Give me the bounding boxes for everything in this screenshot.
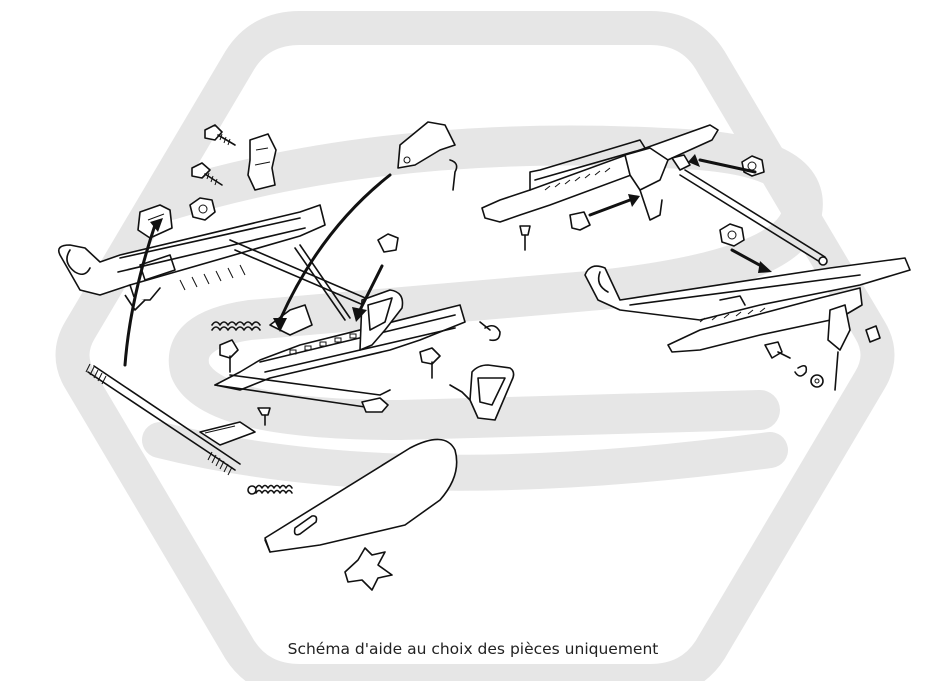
- left-cross-bars: [229, 239, 376, 321]
- star-knob: [344, 547, 393, 591]
- screw-small-left: [257, 407, 271, 426]
- knob-nut-right: [719, 223, 745, 247]
- bracket-plate-top: [247, 133, 277, 191]
- diagram-caption: Schéma d'aide au choix des pièces unique…: [287, 640, 659, 658]
- right-front-rail: [584, 257, 911, 353]
- right-cross-bar: [679, 169, 828, 266]
- bushing-rail-right: [671, 154, 691, 171]
- spring-clip-right: [479, 321, 501, 342]
- hexagon-logo-watermark: [55, 11, 895, 681]
- bolt-top-left-2: [191, 162, 223, 186]
- pin-right: [834, 351, 839, 391]
- clip-right-middle: [569, 211, 591, 231]
- clip-middle: [377, 233, 399, 253]
- clip-lower-middle: [361, 397, 389, 413]
- seat-side-cover: [264, 438, 458, 553]
- bolt-top-left-1: [204, 124, 236, 146]
- grip-handle-right: [449, 364, 515, 421]
- bolt-middle-left: [219, 339, 239, 373]
- coil-spring-upper: [211, 321, 261, 331]
- clip-far-right: [865, 325, 881, 343]
- mounting-plate-small: [199, 421, 256, 446]
- bolt-lower-right: [764, 341, 791, 359]
- washer-flat-right: [810, 374, 824, 388]
- coil-spring-lower: [247, 484, 293, 495]
- washer-spring-right: [794, 364, 808, 377]
- threaded-rod: [85, 363, 241, 476]
- knob-nut-left: [189, 197, 216, 221]
- left-rear-rail: [57, 204, 326, 311]
- hinge-bracket-top: [397, 121, 458, 191]
- left-front-rail: [214, 289, 466, 409]
- callout-arrows-right: [588, 154, 772, 273]
- bolt-middle-right: [419, 347, 441, 379]
- right-rear-rail: [481, 124, 719, 251]
- callout-arrows-left: [123, 173, 392, 367]
